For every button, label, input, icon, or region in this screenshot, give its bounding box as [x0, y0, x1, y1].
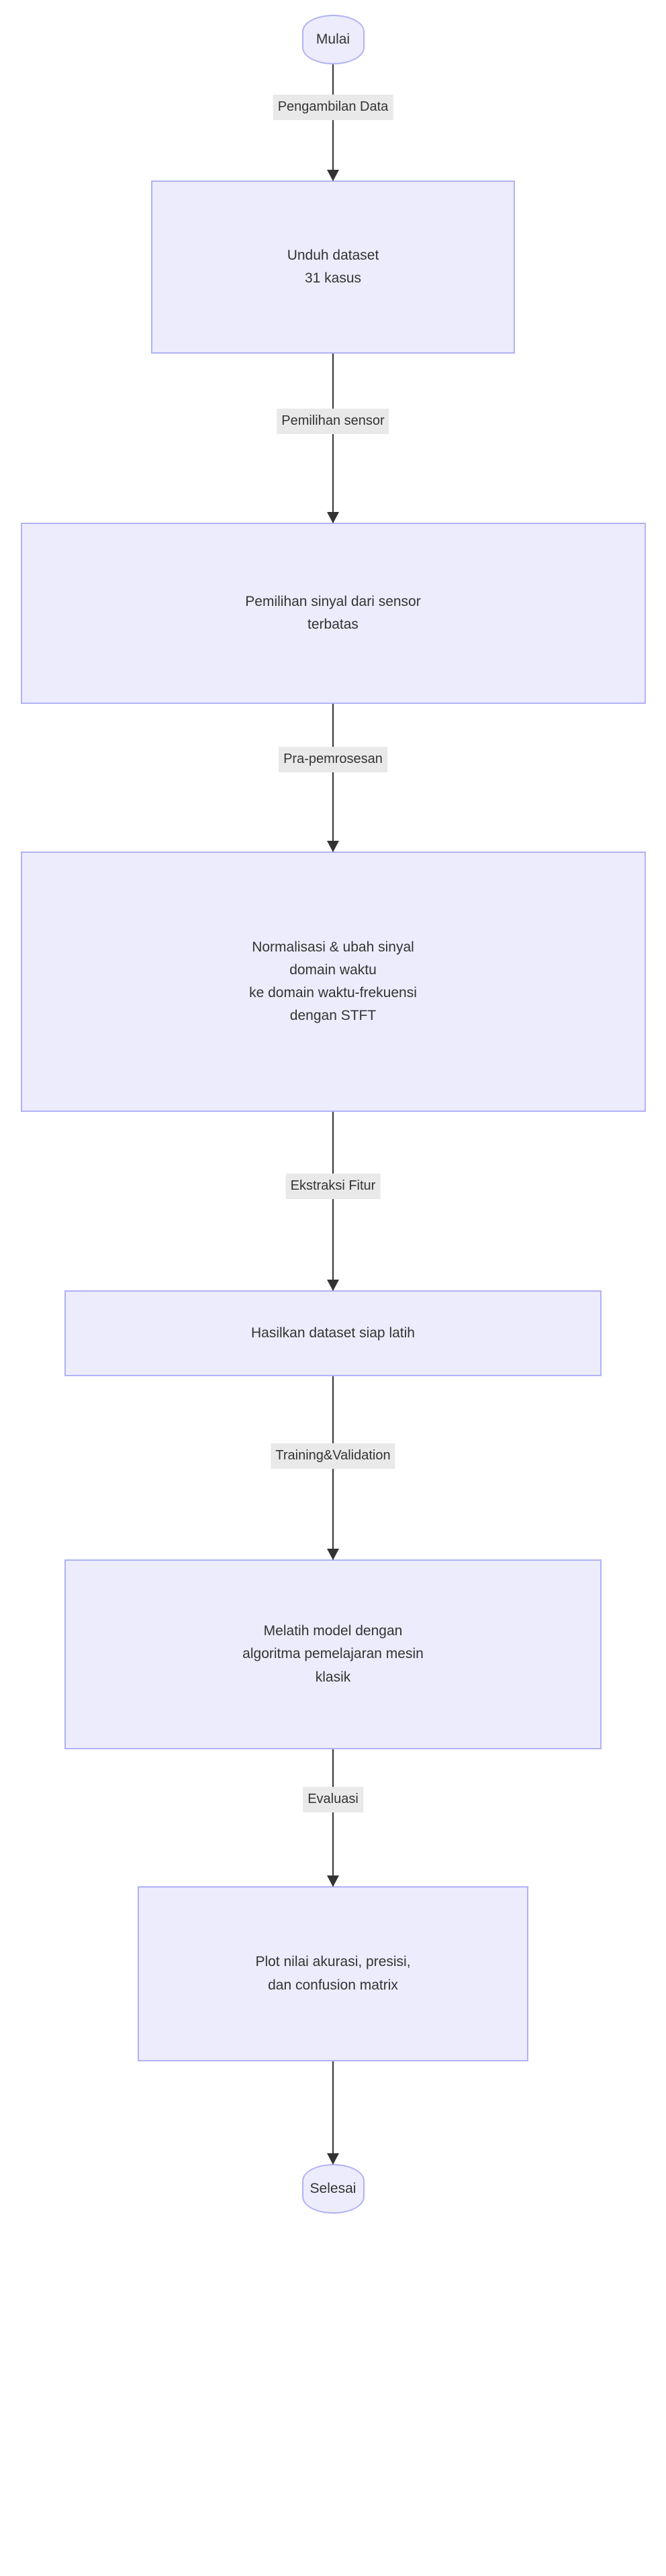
node-line: Pemilihan sinyal dari sensor	[245, 593, 421, 609]
node-line: dan confusion matrix	[268, 1977, 398, 1993]
edge-line	[332, 64, 334, 181]
node-line: ke domain waktu-frekuensi	[249, 985, 417, 1000]
edge-features-to-train: Training&Validation	[271, 1376, 395, 1560]
edge-label-pengambilan-data: Pengambilan Data	[273, 95, 393, 120]
arrow-head-icon	[327, 512, 339, 523]
node-end-label: Selesai	[310, 2181, 356, 2197]
node-plot-metrik[interactable]: Plot nilai akurasi, presisi, dan confusi…	[138, 1886, 528, 2061]
node-line: Unduh dataset	[287, 247, 379, 263]
node-line: dengan STFT	[289, 1008, 377, 1024]
edge-label-training-validation: Training&Validation	[271, 1443, 395, 1469]
arrow-head-icon	[327, 841, 339, 852]
edge-label-pemilihan-sensor: Pemilihan sensor	[277, 409, 389, 434]
node-hasilkan-dataset[interactable]: Hasilkan dataset siap latih	[64, 1290, 602, 1376]
node-start-label: Mulai	[316, 32, 350, 48]
node-line: Normalisasi & ubah sinyal	[252, 939, 414, 955]
node-line: Melatih model dengan	[263, 1623, 403, 1639]
edge-sensor-to-preproc: Pra-pemrosesan	[279, 704, 387, 852]
edge-line	[332, 704, 334, 852]
edge-line	[332, 354, 334, 523]
edge-label-ekstraksi-fitur: Ekstraksi Fitur	[285, 1174, 381, 1199]
edge-line	[332, 2061, 334, 2164]
node-unduh-dataset[interactable]: Unduh dataset 31 kasus	[151, 181, 515, 354]
node-line: algoritma pemelajaran mesin	[242, 1646, 424, 1662]
edge-start-to-download: Pengambilan Data	[273, 64, 393, 181]
arrow-head-icon	[327, 1549, 339, 1560]
arrow-head-icon	[327, 1875, 339, 1887]
node-line: 31 kasus	[304, 270, 362, 286]
edge-plot-to-end	[325, 2061, 341, 2165]
arrow-head-icon	[327, 2153, 339, 2165]
arrow-head-icon	[327, 170, 339, 181]
node-line: klasik	[315, 1669, 351, 1685]
node-line: Plot nilai akurasi, presisi,	[255, 1954, 411, 1970]
edge-label-pra-pemrosesan: Pra-pemrosesan	[279, 747, 387, 772]
node-normalisasi-stft[interactable]: Normalisasi & ubah sinyal domain waktu k…	[20, 852, 646, 1112]
edge-download-to-sensor: Pemilihan sensor	[277, 354, 389, 523]
node-line: terbatas	[307, 617, 359, 632]
edge-line	[332, 1749, 334, 1886]
node-start-mulai[interactable]: Mulai	[301, 15, 365, 64]
node-line: domain waktu	[289, 962, 377, 978]
edge-label-evaluasi: Evaluasi	[303, 1787, 363, 1812]
node-pemilihan-sinyal[interactable]: Pemilihan sinyal dari sensor terbatas	[20, 523, 646, 704]
edge-train-to-plot: Evaluasi	[303, 1749, 363, 1887]
edge-line	[332, 1112, 334, 1290]
node-end-selesai[interactable]: Selesai	[301, 2164, 365, 2214]
node-melatih-model[interactable]: Melatih model dengan algoritma pemelajar…	[64, 1559, 602, 1749]
edge-preproc-to-features: Ekstraksi Fitur	[285, 1112, 381, 1291]
arrow-head-icon	[327, 1280, 339, 1291]
node-line: Hasilkan dataset siap latih	[251, 1325, 415, 1341]
